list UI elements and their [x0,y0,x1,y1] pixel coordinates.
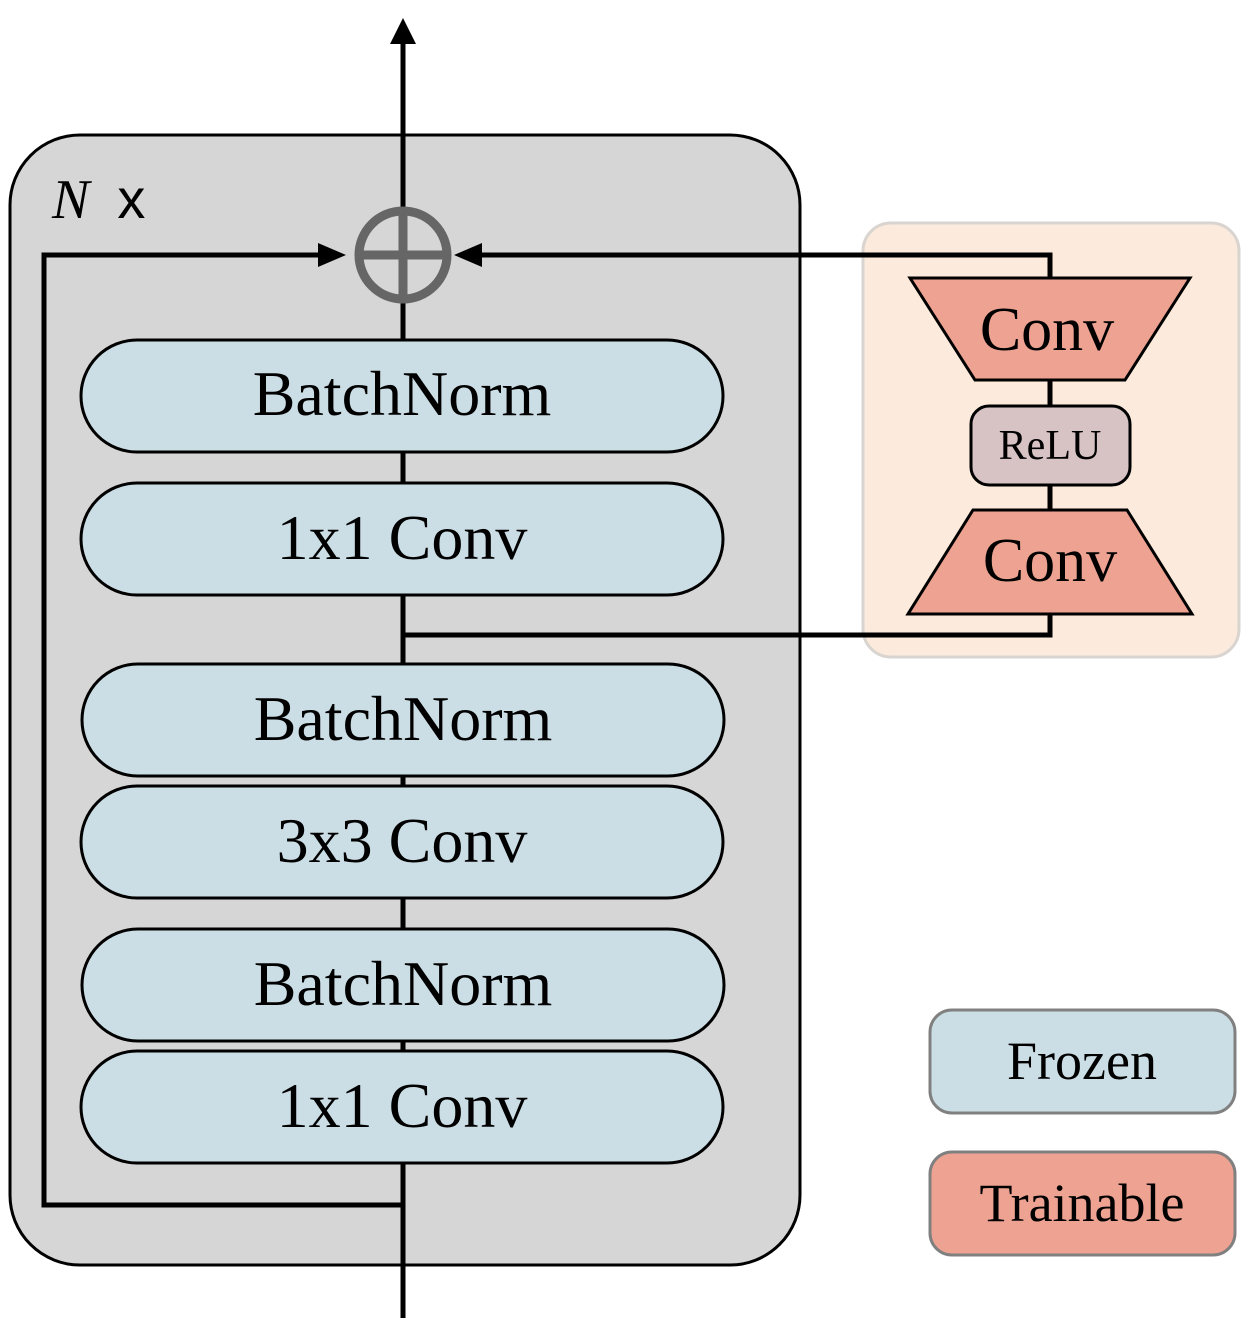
adapter-up-conv-label: Conv [983,527,1117,595]
adapter-relu: ReLU [969,404,1132,487]
adapter-output-connection [480,252,1053,278]
legend-trainable-label: Trainable [980,1173,1185,1233]
residual-connection [41,252,403,1208]
backbone-layer-5: BatchNorm [80,927,726,1043]
repeat-times-x: x [117,167,145,230]
sum-node-icon [354,206,452,304]
backbone-layer-1: BatchNorm [79,338,725,454]
adapter-up-conv: Conv [905,508,1195,616]
backbone-layer-4: 3x3 Conv [79,784,725,900]
backbone-layer-label: 3x3 Conv [277,805,528,876]
backbone-layer-2: 1x1 Conv [79,481,725,597]
residual-arrow-icon [318,243,346,267]
repeat-count-n: N [51,169,92,231]
backbone-layer-label: BatchNorm [253,358,552,429]
adapter-relu-label: ReLU [999,423,1102,469]
backbone-layer-label: BatchNorm [254,948,553,1019]
legend-frozen-label: Frozen [1007,1031,1157,1091]
backbone-layer-label: 1x1 Conv [277,502,528,573]
adapter-input-connection [403,612,1053,638]
repeat-label: N x [51,167,145,231]
adapter-down-conv-label: Conv [980,296,1114,364]
adapter-arrow-icon [454,243,482,267]
backbone-layer-label: 1x1 Conv [277,1070,528,1141]
adapter-down-conv: Conv [907,276,1193,382]
output-arrow-icon [390,18,416,44]
legend-trainable: Trainable [928,1150,1237,1257]
legend-frozen: Frozen [928,1008,1237,1115]
backbone-layer-6: 1x1 Conv [79,1049,725,1165]
backbone-layer-label: BatchNorm [254,683,553,754]
backbone-layer-3: BatchNorm [80,662,726,778]
